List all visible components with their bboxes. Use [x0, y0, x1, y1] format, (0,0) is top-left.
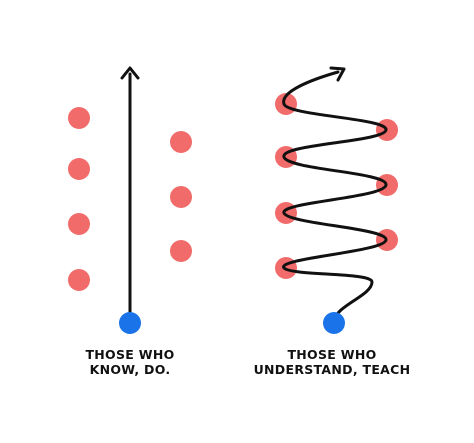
straight-path-arrowhead-icon — [120, 66, 140, 80]
caption-left-line-1: THOSE WHO — [85, 347, 175, 362]
zigzag-path-line — [282, 70, 388, 324]
left-dot-4 — [68, 269, 90, 291]
left-panel — [68, 66, 192, 334]
left-dot-5 — [170, 131, 192, 153]
left-dot-3 — [68, 213, 90, 235]
right-start-dot — [323, 312, 345, 334]
caption-left-line-2: KNOW, DO. — [89, 362, 171, 377]
right-dot-3 — [275, 202, 297, 224]
right-panel — [275, 66, 398, 334]
left-dot-7 — [170, 240, 192, 262]
left-dot-2 — [68, 158, 90, 180]
caption-right-line-2: UNDERSTAND, TEACH — [253, 362, 411, 377]
left-start-dot — [119, 312, 141, 334]
caption-those-who-understand: THOSE WHO UNDERSTAND, TEACH — [232, 347, 432, 377]
left-dot-6 — [170, 186, 192, 208]
caption-those-who-know: THOSE WHO KNOW, DO. — [30, 347, 230, 377]
left-dot-1 — [68, 107, 90, 129]
zigzag-path-arrowhead-icon — [329, 66, 346, 82]
caption-right-line-1: THOSE WHO — [287, 347, 377, 362]
